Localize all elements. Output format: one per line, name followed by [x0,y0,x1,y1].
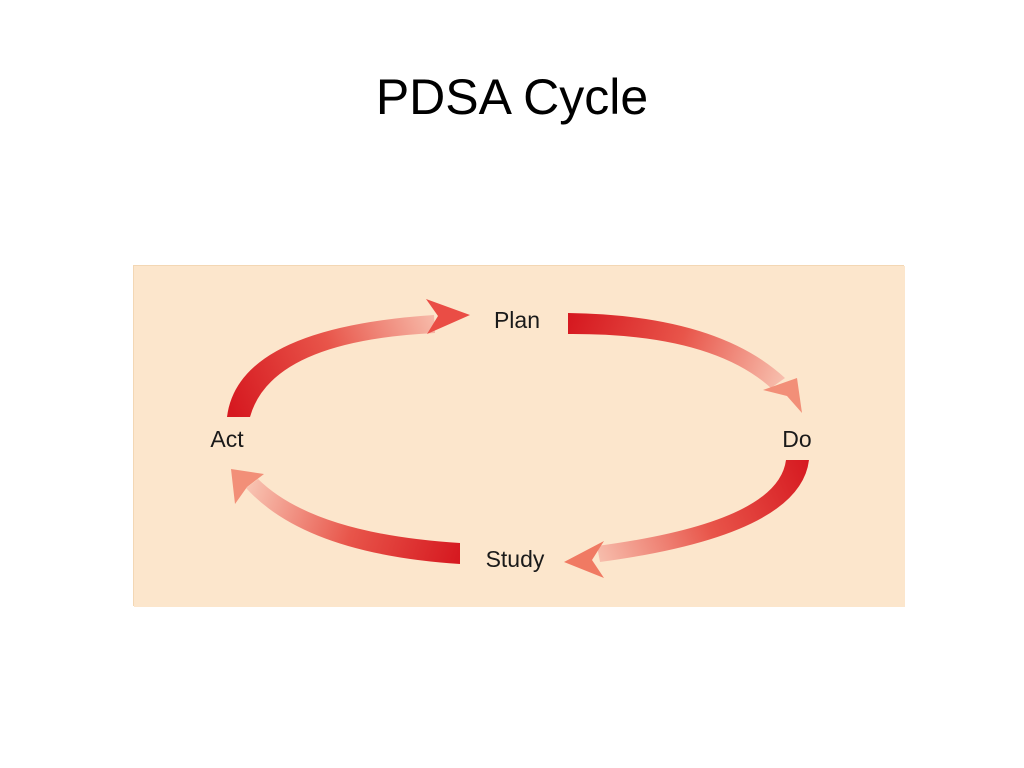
node-label-plan: Plan [494,307,540,333]
node-label-do: Do [782,426,811,452]
arrow-act-to-plan [227,299,470,417]
arrow-study-to-act [231,469,460,564]
arrow-plan-to-do [568,313,802,413]
node-label-study: Study [486,546,545,572]
arrow-do-to-study [564,460,809,578]
diagram-background [134,266,905,607]
slide-title: PDSA Cycle [375,69,649,125]
node-label-act: Act [210,426,244,452]
pdsa-diagram: Plan Do Study Act [133,265,905,607]
pdsa-diagram-canvas: Plan Do Study Act [134,266,905,607]
